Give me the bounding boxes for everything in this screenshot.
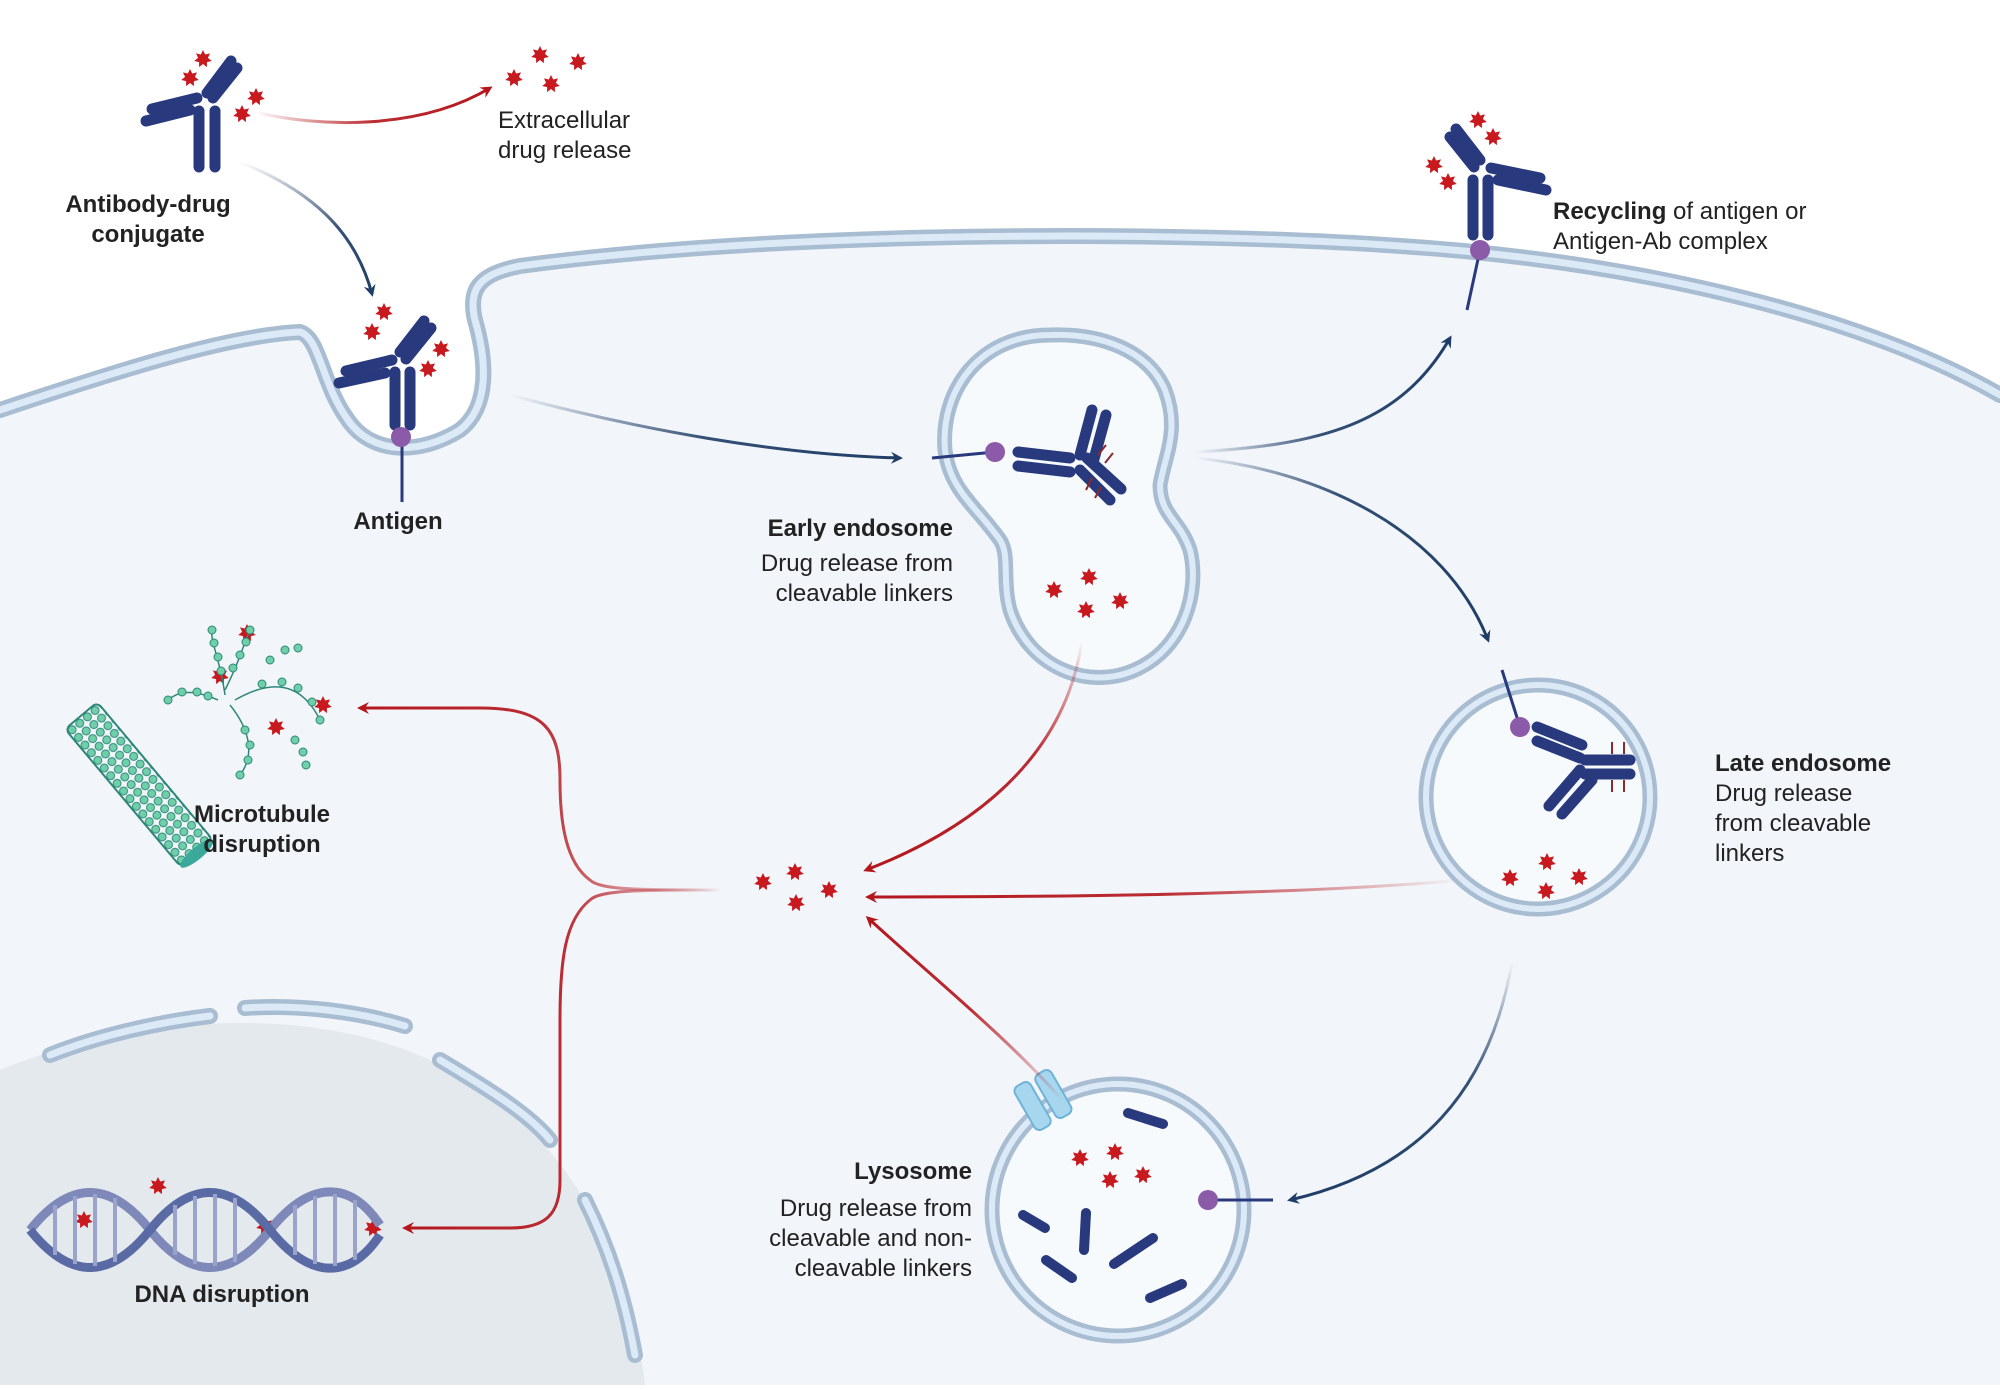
drug-payload-icon <box>787 894 805 912</box>
drug-payload-icon <box>531 46 549 64</box>
late-endosome <box>1418 677 1658 917</box>
drug-payload-icon <box>1101 1171 1119 1189</box>
early-endosome-title: Early endosome <box>768 515 953 542</box>
late-endosome-desc-2: from cleavable <box>1715 810 1871 837</box>
lysosome-desc-3: cleavable linkers <box>795 1255 972 1282</box>
drug-payload-icon <box>786 863 804 881</box>
drug-payload-icon <box>1570 868 1588 886</box>
drug-payload-icon <box>247 88 265 106</box>
dna-label: DNA disruption <box>134 1281 309 1308</box>
drug-payload-icon <box>1106 1143 1124 1161</box>
late-endosome-desc-1: Drug release <box>1715 780 1852 807</box>
labels: Antibody-drug conjugate Extracellular dr… <box>65 107 1891 1308</box>
drug-payload-icon <box>1501 869 1519 887</box>
drug-payload-icon <box>149 1177 167 1195</box>
arrow-recycling <box>1194 335 1452 454</box>
drug-payload-icon <box>542 75 560 93</box>
lysosome <box>984 1069 1273 1344</box>
arrow-to-late-endosome <box>1194 456 1491 643</box>
drug-payload-icon <box>432 340 450 358</box>
arrow-to-microtubule <box>357 702 723 892</box>
antigen-icon <box>391 427 411 447</box>
drug-payload-icon <box>314 696 332 714</box>
adc-label-1: Antibody-drug <box>65 191 230 218</box>
drug-payload-icon <box>181 69 199 87</box>
arrow-internalization <box>509 393 903 464</box>
recycling-label-rest: of antigen or <box>1666 198 1806 225</box>
arrow-late-release <box>865 878 1463 903</box>
arrow-to-dna <box>402 888 723 1234</box>
recycling-label-1: Recycling of antigen or <box>1553 198 1807 225</box>
late-endosome-ab-icon <box>1500 669 1636 820</box>
drug-payload-icon <box>375 303 393 321</box>
drug-payload-icon <box>75 1211 93 1229</box>
early-endosome-desc-1: Drug release from <box>761 550 953 577</box>
recycling-label-bold: Recycling <box>1553 198 1666 225</box>
microtubule-label-2: disruption <box>203 831 320 858</box>
drug-payload-icon <box>1071 1149 1089 1167</box>
drug-payload-icon <box>267 718 285 736</box>
drug-payloads <box>75 46 1588 1237</box>
antigen-label: Antigen <box>353 508 442 535</box>
drug-payload-icon <box>569 53 587 71</box>
drug-payload-icon <box>1425 156 1443 174</box>
arrow-early-release <box>863 639 1084 873</box>
adc-icon <box>140 55 243 173</box>
transporter-channel-icon <box>1013 1069 1073 1131</box>
lysosomal-enzymes <box>1018 1108 1187 1303</box>
lysosome-desc-1: Drug release from <box>780 1195 972 1222</box>
drug-payload-icon <box>233 105 251 123</box>
extracellular-label-2: drug release <box>498 137 631 164</box>
arrow-to-lysosome <box>1287 961 1514 1204</box>
drug-payload-icon <box>1080 568 1098 586</box>
drug-payload-icon <box>419 360 437 378</box>
drug-payload-icon <box>1111 592 1129 610</box>
microtubule-label-1: Microtubule <box>194 801 330 828</box>
arrow-lyso-release <box>865 915 1064 1101</box>
drug-payload-icon <box>1439 173 1457 191</box>
drug-payload-icon <box>194 50 212 68</box>
drug-payload-icon <box>1537 882 1555 900</box>
drug-payload-icon <box>1484 128 1502 146</box>
late-endosome-title: Late endosome <box>1715 750 1891 777</box>
nucleus <box>0 998 645 1385</box>
lysosome-antigen-icon <box>1198 1190 1273 1210</box>
dna-icon <box>26 1187 384 1273</box>
recycled-ab-icon <box>1444 123 1552 311</box>
drug-payload-icon <box>1134 1166 1152 1184</box>
extracellular-label-1: Extracellular <box>498 107 630 134</box>
lysosome-title: Lysosome <box>854 1158 972 1185</box>
drug-payload-icon <box>1538 853 1556 871</box>
late-endosome-desc-3: linkers <box>1715 840 1784 867</box>
recycling-label-2: Antigen-Ab complex <box>1553 228 1768 255</box>
early-endosome-desc-2: cleavable linkers <box>776 580 953 607</box>
arrow-extracellular-release <box>254 86 493 125</box>
microtubule-icon <box>66 625 325 868</box>
arrows <box>239 86 1514 1234</box>
nucleus-body <box>0 1022 645 1385</box>
bound-adc-icon <box>333 315 437 502</box>
cell-membrane-inner <box>0 232 2000 452</box>
drug-payload-icon <box>820 881 838 899</box>
early-endosome-ab-icon <box>931 404 1127 506</box>
drug-payload-icon <box>1469 111 1487 129</box>
drug-payload-icon <box>363 323 381 341</box>
drug-payload-icon <box>505 69 523 87</box>
lysosome-desc-2: cleavable and non- <box>769 1225 972 1252</box>
drug-payload-icon <box>1077 601 1095 619</box>
arrow-adc-binding <box>239 160 376 297</box>
adc-label-2: conjugate <box>91 221 204 248</box>
drug-payload-icon <box>754 873 772 891</box>
drug-payload-icon <box>1045 581 1063 599</box>
